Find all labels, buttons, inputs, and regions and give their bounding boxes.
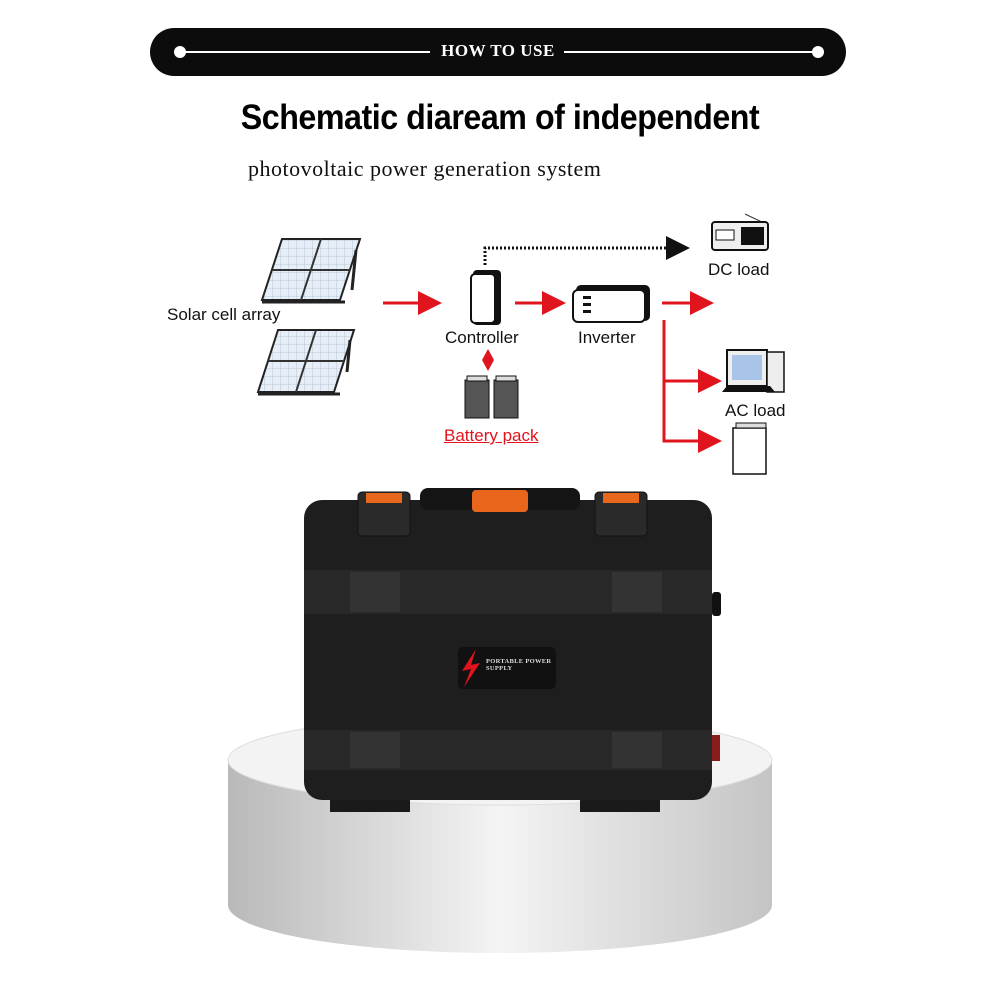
banner-dot-right [812,46,824,58]
solar-array-label: Solar cell array [167,305,281,324]
controller-icon [470,270,501,325]
product-label: PORTABLE POWER SUPPLY [458,647,556,689]
page-title: Schematic diaream of independent [240,98,760,137]
radio-icon [711,213,769,251]
banner-label: HOW TO USE [441,41,555,60]
orange-handle [472,490,528,512]
dc-load-label: DC load [708,260,770,279]
flow-arrows [383,291,722,453]
inverter-icon [572,285,650,323]
solar-panel-icon [256,329,356,396]
ac-load-label: AC load [725,401,786,420]
bidirectional-arrow-icon [482,349,494,371]
battery-icon [464,375,519,419]
controller-label: Controller [445,328,519,347]
solar-panel-icon [260,238,362,304]
banner-line-right [564,51,816,53]
battery-pack-label: Battery pack [444,426,539,445]
product-label-title: PORTABLE POWER SUPPLY [486,658,552,672]
page-subtitle: photovoltaic power generation system [248,156,602,181]
inverter-label: Inverter [578,328,636,347]
fridge-icon [732,422,767,475]
computer-icon [722,349,785,393]
lightning-icon [462,649,480,687]
how-to-use-banner: HOW TO USE [150,28,846,76]
dc-dotted-arrow [483,236,690,265]
banner-line-left [180,51,430,53]
